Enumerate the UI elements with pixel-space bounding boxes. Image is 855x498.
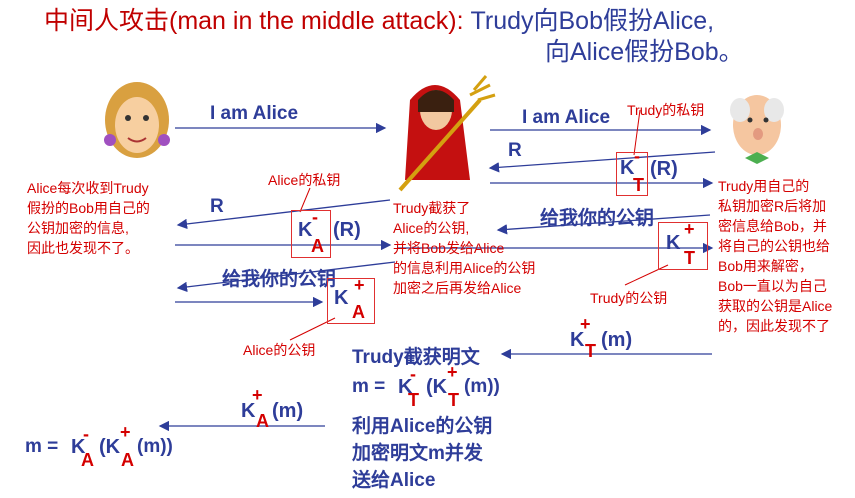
title-blue-part: Trudy向Bob假扮Alice, (463, 7, 715, 35)
trudy-devil-figure (398, 75, 496, 192)
key-sub: T (448, 390, 459, 410)
pointer-trudy-public (624, 264, 669, 286)
note-line: 并将Bob发给Alice (393, 240, 505, 256)
note-trudy: Trudy截获了 Alice的公钥, 并将Bob发给Alice 的信息利用Ali… (393, 198, 535, 298)
key-sup: + (354, 275, 365, 295)
key-k: K (241, 400, 256, 422)
key-k: K (298, 219, 313, 241)
note-line: 的，因此发现不了 (718, 318, 830, 334)
key-k: K (71, 436, 86, 458)
key-k: K (570, 329, 585, 351)
key-sub: T (633, 175, 644, 195)
note-line: 的信息利用Alice的公钥 (393, 260, 536, 276)
note-line: 私钥加密R后将加 (718, 198, 827, 214)
key-arg: (m) (272, 400, 304, 422)
note-line: Bob用来解密， (718, 258, 813, 274)
key-sup: + (252, 385, 263, 405)
formula-rhs: (m)) (137, 436, 173, 457)
note-line: Alice的公钥, (393, 220, 470, 236)
note-line: 公钥加密的信息, (27, 220, 129, 236)
msg-give-key-2: 给我你的公钥 (222, 269, 337, 290)
note-line: 加密之后再发给Alice (393, 280, 522, 296)
note-line: Trudy截获了 (393, 200, 471, 216)
key-sub: T (408, 390, 419, 410)
note-line: Alice每次收到Trudy (27, 180, 149, 196)
key-sub: A (311, 236, 324, 256)
title-red-part: 中间人攻击(man in the middle attack): (44, 7, 464, 35)
pointer-alice-private (299, 187, 311, 213)
key-box-kt-minus (616, 152, 648, 196)
key-sup: - (312, 207, 318, 227)
intercept-title: Trudy截获明文 (352, 347, 480, 368)
formula-lhs: m = (352, 376, 386, 397)
label-trudy-public-key: Trudy的公钥 (590, 290, 668, 306)
msg-i-am-alice-2: I am Alice (522, 107, 611, 128)
formula-alice-decrypt: m = K - A (K + A (m)) (25, 422, 195, 476)
key-arg: (R) (650, 158, 678, 180)
msg-give-key-1: 给我你的公钥 (540, 208, 655, 229)
note-line: 将自己的公钥也给 (718, 238, 830, 254)
key-sup: + (580, 314, 591, 334)
note-line: Bob一直以为自己 (718, 278, 827, 294)
key-box-ka-plus (327, 278, 375, 324)
formula-lhs: m = (25, 436, 59, 457)
arrow-bob-r (488, 151, 716, 173)
key-arg: (R) (333, 219, 361, 241)
key-sub: A (81, 450, 94, 470)
page-subtitle: 向Alice假扮Bob。 (545, 38, 744, 66)
page-title: 中间人攻击(man in the middle attack): Trudy向B… (44, 6, 714, 36)
key-sup: + (684, 219, 695, 239)
note-line: 因此也发现不了。 (27, 240, 139, 256)
note-line: 送给Alice (352, 470, 436, 491)
key-sub: A (121, 450, 134, 470)
note-line: Trudy用自己的 (718, 178, 810, 194)
note-line: 获取的公钥是Alice (718, 298, 833, 314)
note-bob: Trudy用自己的 私钥加密R后将加 密信息给Bob，并 将自己的公钥也给 Bo… (718, 176, 832, 336)
note-line: 利用Alice的公钥 (352, 416, 493, 437)
reencrypt-note: 利用Alice的公钥 加密明文m并发 送给Alice (352, 413, 492, 494)
note-alice: Alice每次收到Trudy 假扮的Bob用自己的 公钥加密的信息, 因此也发现… (27, 178, 150, 258)
note-line: 加密明文m并发 (352, 443, 483, 464)
label-alice-public-key: Alice的公钥 (243, 342, 316, 358)
key-sup: - (83, 424, 89, 444)
note-line: 密信息给Bob，并 (718, 218, 827, 234)
key-k: K (398, 376, 413, 398)
msg-i-am-alice-1: I am Alice (210, 103, 299, 124)
key-sub: A (352, 302, 365, 322)
key-k: K (334, 287, 349, 309)
key-box-kt-plus (658, 222, 708, 270)
label-trudy-private-key: Trudy的私钥 (627, 102, 705, 118)
formula-rhs: (m)) (464, 376, 500, 397)
pointer-trudy-private (633, 109, 641, 156)
key-paren: (K (426, 376, 448, 398)
key-sub: A (256, 411, 269, 431)
bob-figure (730, 95, 784, 164)
key-sup: + (120, 422, 131, 442)
msg-r-2: R (210, 196, 224, 217)
key-sub: T (585, 341, 596, 361)
note-line: 假扮的Bob用自己的 (27, 200, 150, 216)
msg-r-1: R (508, 140, 522, 161)
arrow-trudy-give-key (176, 261, 396, 293)
key-arg: (m) (601, 329, 633, 351)
key-sup: - (410, 364, 416, 384)
key-paren: (K (99, 436, 121, 458)
label-alice-private-key: Alice的私钥 (268, 172, 341, 188)
key-sub: T (684, 248, 695, 268)
arrow-trudy-r-to-alice (176, 199, 391, 230)
key-sup: - (634, 146, 640, 166)
key-box-ka-minus (291, 210, 331, 258)
key-k: K (666, 232, 681, 254)
key-sup: + (447, 362, 458, 382)
arrow-bob-give-key (496, 214, 711, 235)
alice-figure (104, 82, 170, 158)
formula-decrypt: m = K - T (K + T (m)) (352, 362, 522, 412)
key-k: K (620, 157, 635, 179)
